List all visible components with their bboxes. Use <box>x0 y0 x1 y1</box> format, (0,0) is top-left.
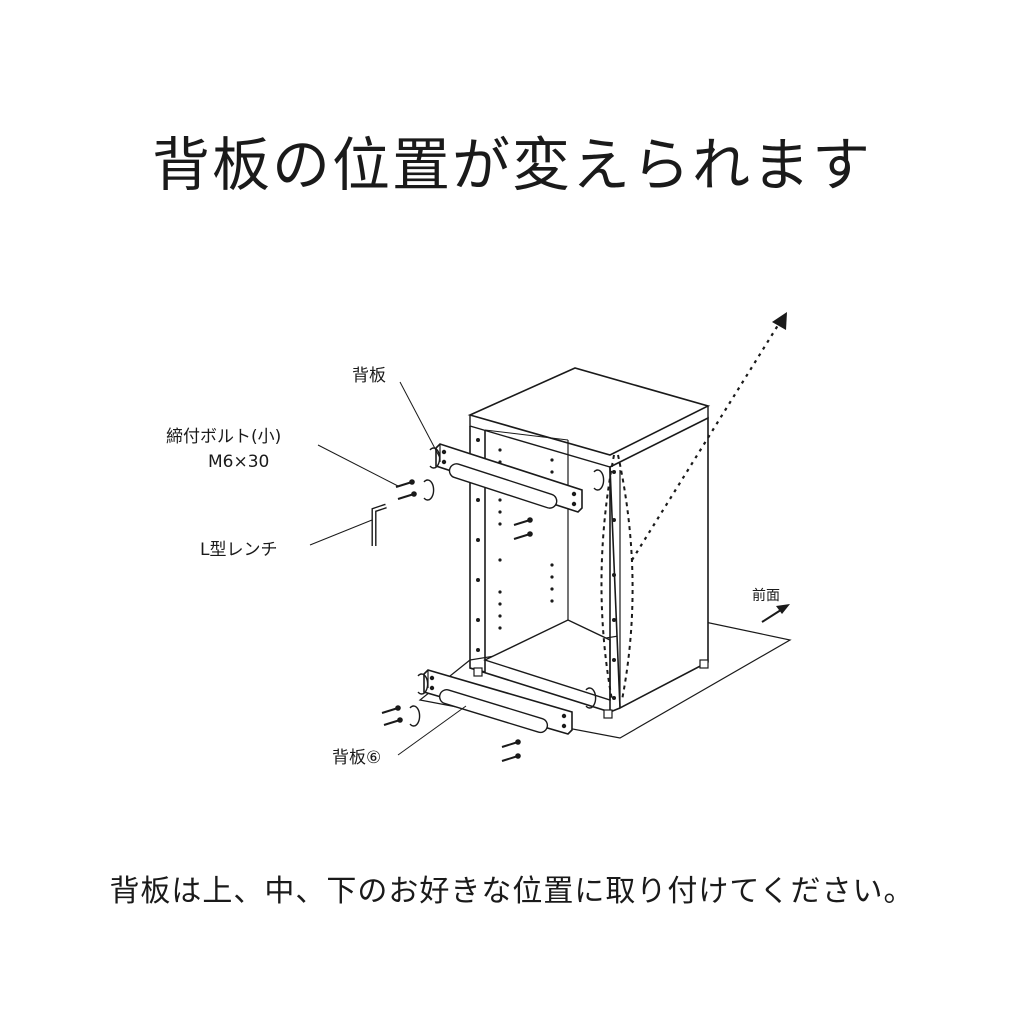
adjustment-holes <box>476 438 616 700</box>
label-back-panel-6: 背板⑥ <box>332 748 381 768</box>
l-wrench <box>371 503 387 546</box>
back-panel-upper <box>435 443 583 513</box>
direction-arrow-line <box>631 321 781 561</box>
leader-lines <box>309 381 467 756</box>
page-title: 背板の位置が変えられます <box>151 131 872 199</box>
back-panel-lower <box>423 669 573 735</box>
instruction-caption: 背板は上、中、下のお好きな位置に取り付けてください。 <box>109 874 915 909</box>
front-arrowhead <box>776 604 790 614</box>
back-panel-dashed-outline <box>600 454 634 701</box>
label-front: 前面 <box>752 587 780 604</box>
label-bolt-name: 締付ボルト(小) <box>166 427 281 447</box>
label-wrench: L型レンチ <box>200 540 277 560</box>
cabinet-side-panel <box>609 416 709 710</box>
direction-arrowhead <box>772 312 787 330</box>
label-bolt-size: M6×30 <box>208 452 269 472</box>
label-back-panel: 背板 <box>352 366 386 386</box>
